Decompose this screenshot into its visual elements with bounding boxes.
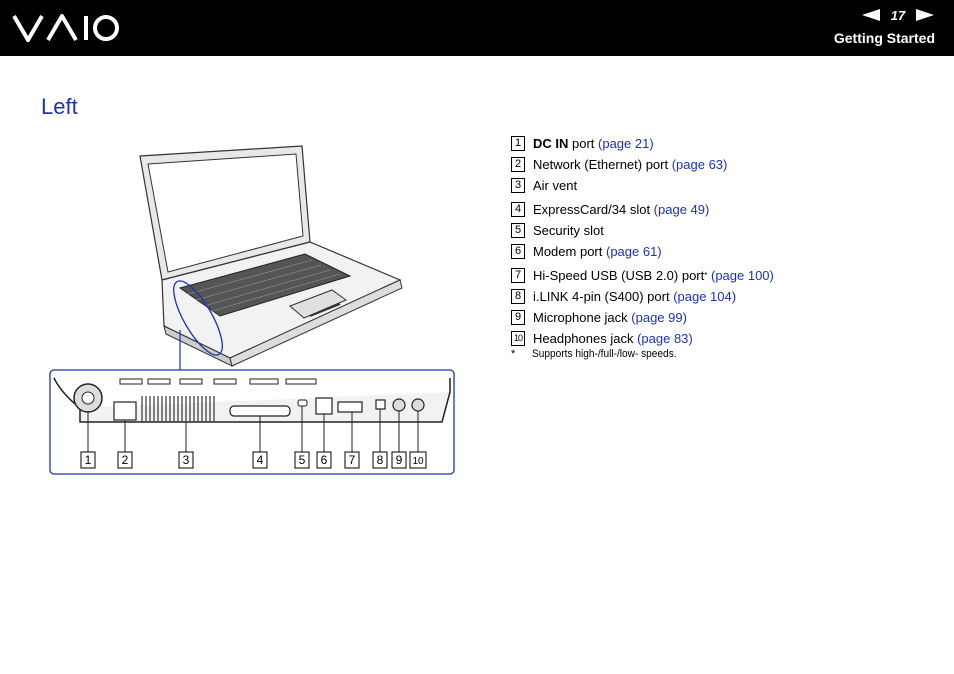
list-item: 4 ExpressCard/34 slot (page 49) bbox=[511, 199, 774, 220]
item-label: port bbox=[568, 136, 599, 151]
callout-6: 6 bbox=[316, 451, 332, 469]
svg-text:5: 5 bbox=[299, 453, 306, 467]
item-number: 6 bbox=[511, 244, 525, 259]
callout-1: 1 bbox=[80, 451, 96, 469]
footnote-marker: * bbox=[704, 271, 708, 280]
item-label: Microphone jack bbox=[533, 310, 632, 325]
page-link[interactable]: (page 49) bbox=[653, 202, 710, 217]
svg-text:6: 6 bbox=[321, 453, 328, 467]
item-label: Security slot bbox=[533, 223, 604, 238]
item-number: 10 bbox=[511, 331, 525, 346]
item-label: Network (Ethernet) port bbox=[533, 157, 672, 172]
list-item: 2 Network (Ethernet) port (page 63) bbox=[511, 154, 774, 175]
svg-text:8: 8 bbox=[377, 453, 384, 467]
laptop-left-side-diagram: 1 2 3 4 5 6 7 8 9 10 bbox=[49, 145, 455, 475]
callout-3: 3 bbox=[178, 451, 194, 469]
callout-10: 10 bbox=[409, 451, 427, 469]
list-item: 7 Hi-Speed USB (USB 2.0) port* (page 100… bbox=[511, 265, 774, 286]
item-number: 8 bbox=[511, 289, 525, 304]
svg-text:10: 10 bbox=[412, 456, 424, 467]
vaio-logo bbox=[12, 14, 119, 42]
section-title: Getting Started bbox=[833, 30, 935, 46]
page-link[interactable]: (page 99) bbox=[631, 310, 687, 325]
item-number: 1 bbox=[511, 136, 525, 151]
page-number: 17 bbox=[890, 7, 906, 23]
page-header: 17 Getting Started bbox=[0, 0, 954, 56]
port-list: 1 DC IN port (page 21) 2 Network (Ethern… bbox=[511, 133, 774, 349]
svg-text:4: 4 bbox=[257, 453, 264, 467]
svg-text:2: 2 bbox=[122, 453, 129, 467]
list-item: 10 Headphones jack (page 83) bbox=[511, 328, 774, 349]
page-link[interactable]: (page 21) bbox=[598, 136, 654, 151]
callout-4: 4 bbox=[252, 451, 268, 469]
item-number: 3 bbox=[511, 178, 525, 193]
footnote: * Supports high-/full-/low- speeds. bbox=[511, 348, 689, 360]
page-link[interactable]: (page 100) bbox=[710, 268, 774, 283]
page-link[interactable]: (page 61) bbox=[605, 244, 662, 259]
next-page-icon[interactable] bbox=[916, 9, 934, 21]
footnote-text: Supports high-/full-/low- speeds. bbox=[532, 348, 677, 360]
callout-5: 5 bbox=[294, 451, 310, 469]
page-link[interactable]: (page 83) bbox=[637, 331, 693, 346]
item-label: i.LINK 4-pin (S400) port bbox=[533, 289, 674, 304]
list-item: 9 Microphone jack (page 99) bbox=[511, 307, 774, 328]
svg-text:9: 9 bbox=[396, 453, 403, 467]
item-number: 4 bbox=[511, 202, 525, 217]
list-item: 5 Security slot bbox=[511, 220, 774, 241]
item-label: Headphones jack bbox=[533, 331, 638, 346]
list-item: 8 i.LINK 4-pin (S400) port (page 104) bbox=[511, 286, 774, 307]
item-label-bold: DC IN bbox=[533, 136, 569, 151]
callout-2: 2 bbox=[117, 451, 133, 469]
item-number: 2 bbox=[511, 157, 525, 172]
page-link[interactable]: (page 63) bbox=[671, 157, 728, 172]
item-number: 9 bbox=[511, 310, 525, 325]
page-navigation: 17 bbox=[862, 6, 934, 24]
page-title: Left bbox=[41, 94, 78, 119]
item-label: Hi-Speed USB (USB 2.0) port bbox=[533, 268, 705, 283]
list-item: 6 Modem port (page 61) bbox=[511, 241, 774, 262]
item-label: Air vent bbox=[533, 178, 578, 193]
svg-text:3: 3 bbox=[183, 453, 190, 467]
item-number: 7 bbox=[511, 268, 525, 283]
laptop-illustration bbox=[139, 145, 403, 370]
footnote-mark: * bbox=[511, 348, 516, 360]
item-label: ExpressCard/34 slot bbox=[533, 202, 654, 217]
page-link[interactable]: (page 104) bbox=[673, 289, 737, 304]
previous-page-icon[interactable] bbox=[862, 9, 880, 21]
list-item: 3 Air vent bbox=[511, 175, 774, 196]
side-view-illustration bbox=[53, 377, 451, 452]
item-label: Modem port bbox=[533, 244, 606, 259]
callout-9: 9 bbox=[391, 451, 407, 469]
callout-7: 7 bbox=[344, 451, 360, 469]
callout-8: 8 bbox=[372, 451, 388, 469]
item-number: 5 bbox=[511, 223, 525, 238]
list-item: 1 DC IN port (page 21) bbox=[511, 133, 774, 154]
svg-text:7: 7 bbox=[349, 453, 356, 467]
svg-text:1: 1 bbox=[85, 453, 92, 467]
